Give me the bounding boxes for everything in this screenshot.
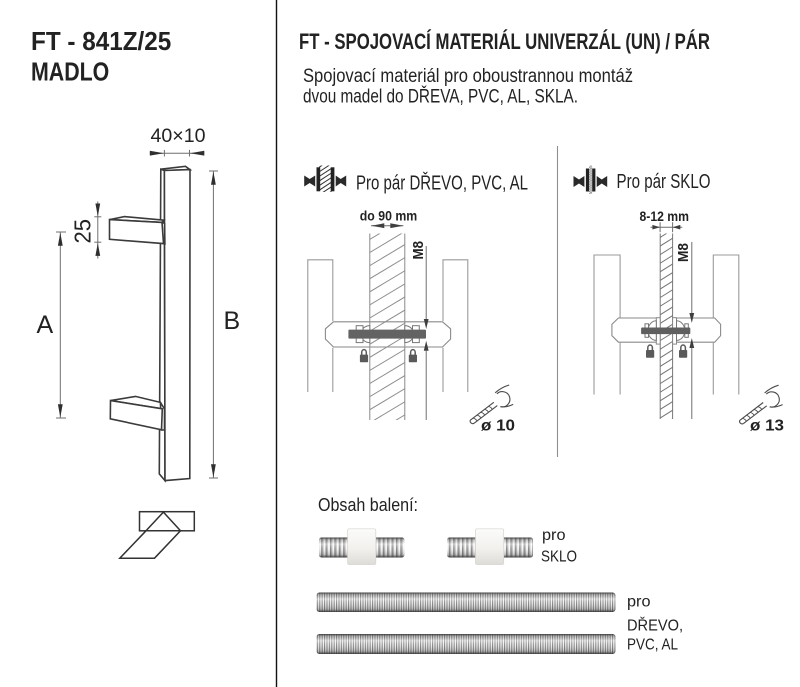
svg-text:25: 25: [70, 219, 96, 244]
svg-text:pro: pro: [542, 527, 566, 544]
svg-text:FT - SPOJOVACÍ MATERIÁL UNIVER: FT - SPOJOVACÍ MATERIÁL UNIVERZÁL (UN) /…: [299, 29, 710, 54]
svg-text:40×10: 40×10: [151, 126, 206, 147]
svg-text:M8: M8: [676, 243, 692, 262]
svg-text:ø 13: ø 13: [750, 418, 784, 435]
svg-text:SKLO: SKLO: [541, 548, 577, 565]
svg-text:A: A: [37, 311, 54, 339]
svg-text:Obsah balení:: Obsah balení:: [318, 495, 418, 515]
svg-text:DŘEVO,: DŘEVO,: [627, 615, 683, 634]
svg-text:FT - 841Z/25: FT - 841Z/25: [31, 26, 171, 56]
svg-text:PVC, AL: PVC, AL: [627, 637, 678, 654]
svg-text:ø 10: ø 10: [481, 417, 515, 434]
svg-text:8-12 mm: 8-12 mm: [640, 208, 690, 224]
svg-text:Spojovací materiál pro oboustr: Spojovací materiál pro oboustrannou mont…: [303, 66, 633, 87]
svg-text:dvou madel do DŘEVA, PVC, AL,: dvou madel do DŘEVA, PVC, AL, SKLA.: [303, 86, 578, 108]
svg-text:M8: M8: [411, 241, 427, 260]
svg-text:pro: pro: [627, 593, 651, 610]
svg-text:B: B: [224, 307, 241, 335]
svg-text:do 90 mm: do 90 mm: [360, 207, 417, 223]
svg-text:Pro pár DŘEVO, PVC, AL: Pro pár DŘEVO, PVC, AL: [356, 172, 528, 195]
svg-text:Pro pár SKLO: Pro pár SKLO: [617, 171, 711, 193]
svg-text:MADLO: MADLO: [31, 57, 109, 87]
